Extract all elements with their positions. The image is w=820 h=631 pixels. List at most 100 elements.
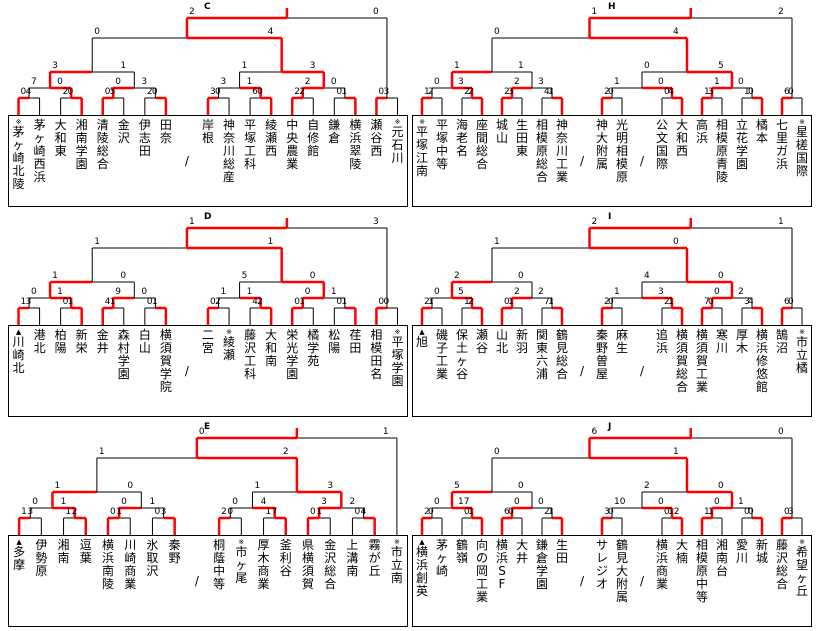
team-name: 田 奈	[159, 119, 173, 145]
team-label: 磯 子 工 業	[435, 328, 448, 381]
team-label: 鵠 沼	[775, 328, 788, 355]
bye-slash: /	[180, 365, 194, 378]
block-label: H	[608, 2, 616, 12]
team-label: 横 浜 南 陵	[101, 538, 114, 591]
match-score: 1	[704, 87, 710, 97]
match-score: 3	[458, 77, 464, 87]
team-label: 大 和 東	[54, 118, 67, 158]
match-score: 1	[94, 237, 100, 247]
team-name: 秦 野	[168, 539, 182, 565]
match-score: 6	[504, 507, 510, 517]
match-score: 3	[309, 61, 316, 71]
match-score: 1	[20, 297, 27, 307]
match-score: 0	[294, 297, 300, 307]
match-score: 1	[744, 87, 750, 97]
team-list-box	[8, 325, 408, 417]
bye-slash: /	[575, 155, 589, 168]
match-score: 4	[748, 297, 754, 307]
team-label: 松 陽	[328, 328, 341, 355]
team-label: 清 陵 総 合	[96, 118, 109, 171]
match-score: 0	[464, 507, 470, 517]
seed-mark: ▲	[16, 538, 22, 546]
match-score: 0	[330, 77, 337, 87]
team-name: 大 楠	[675, 539, 689, 565]
match-score: 3	[708, 87, 714, 97]
team-label: 海 老 名	[455, 118, 468, 158]
match-score: 0	[784, 507, 790, 517]
match-score: 0	[434, 77, 440, 87]
team-name: 横 浜 商 業	[655, 539, 669, 591]
team-name: 秦 野 曽 屋	[595, 329, 609, 381]
team-name: 神 奈 川 工 業	[555, 119, 569, 184]
team-name: 横 須 賀 学 院	[159, 329, 173, 394]
team-name: ▲旭	[415, 329, 429, 349]
match-score: 0	[714, 287, 720, 297]
match-score: 1	[151, 297, 158, 307]
team-name: 中 央 農 業	[285, 119, 299, 171]
team-name: 横 浜 翠 陵	[348, 119, 362, 171]
team-label: 新 栄	[75, 328, 88, 355]
match-score: 4	[544, 87, 550, 97]
match-score: 2	[514, 77, 520, 87]
team-name: 清 陵 総 合	[96, 119, 110, 171]
team-label: 旭	[415, 335, 428, 349]
match-score: 0	[232, 497, 238, 507]
team-name: 湘 南 台	[715, 539, 729, 578]
team-label: 茅 ヶ 崎 西 浜	[33, 118, 46, 184]
match-score: 1	[714, 77, 720, 87]
team-label: 平 塚 工 科	[244, 118, 257, 171]
team-name: 鎌 倉 学 園	[535, 539, 549, 591]
team-label: 釜 利 谷	[279, 538, 292, 578]
team-name: 伊 勢 原	[34, 539, 48, 578]
match-score: 1	[494, 237, 500, 247]
match-score: 0	[309, 271, 316, 281]
team-label: 上 溝 南	[346, 538, 359, 578]
match-score: 3	[321, 497, 327, 507]
team-label: 相 模 田 名	[370, 328, 383, 381]
bracket-lines	[17, 218, 398, 325]
team-name: 橘 学 苑	[306, 329, 320, 368]
match-score: 4	[668, 87, 674, 97]
team-label: /	[579, 364, 585, 378]
team-label: /	[184, 364, 189, 378]
match-score: 1	[299, 297, 305, 307]
team-label: /	[639, 154, 645, 168]
team-name: 伊 志 田	[138, 119, 152, 158]
team-name: 茅 ヶ 崎 西 浜	[33, 119, 47, 184]
team-label: 神 奈 川 工 業	[555, 118, 568, 184]
team-label: 神 大 附 属	[595, 118, 608, 171]
team-label: 伊 勢 原	[35, 538, 48, 578]
team-name: 横 須 賀 工 業	[695, 329, 709, 394]
match-score: 2	[604, 87, 610, 97]
team-label: 光 明 相 模 原	[615, 118, 628, 184]
team-name: 橘 本	[755, 119, 769, 145]
seed-mark: ※	[226, 328, 232, 336]
match-score: 2	[428, 87, 434, 97]
team-name: 瀬 谷 西	[369, 119, 383, 158]
match-score: 0	[215, 87, 221, 97]
match-score: 0	[20, 87, 27, 97]
team-name: 森 村 学 園	[117, 329, 131, 381]
team-name: 県 横 須 賀	[301, 539, 315, 591]
match-score: 5	[241, 271, 248, 281]
match-score: 0	[336, 87, 343, 97]
team-name: 鶴 嶺	[455, 539, 469, 565]
match-score: 0	[508, 507, 514, 517]
match-score: 1	[98, 447, 105, 457]
team-label: 金 井	[96, 328, 109, 355]
team-label: 綾 瀬	[223, 335, 236, 362]
match-score: 0	[354, 507, 361, 517]
match-score: 1	[708, 507, 714, 517]
team-name: ※市 ヶ 尾	[234, 539, 248, 585]
team-label: 追 浜	[655, 328, 668, 355]
team-label: /	[579, 574, 585, 588]
team-label: 鶴 見 大 附 属	[615, 538, 628, 604]
team-name: 綾 瀬 西	[264, 119, 278, 158]
team-label: 橘 本	[755, 118, 768, 145]
match-score: 0	[673, 237, 679, 247]
team-name: 鎌 倉	[327, 119, 341, 145]
match-score: 10	[614, 497, 626, 507]
match-score: 0	[708, 297, 714, 307]
match-score: 2	[221, 507, 227, 517]
